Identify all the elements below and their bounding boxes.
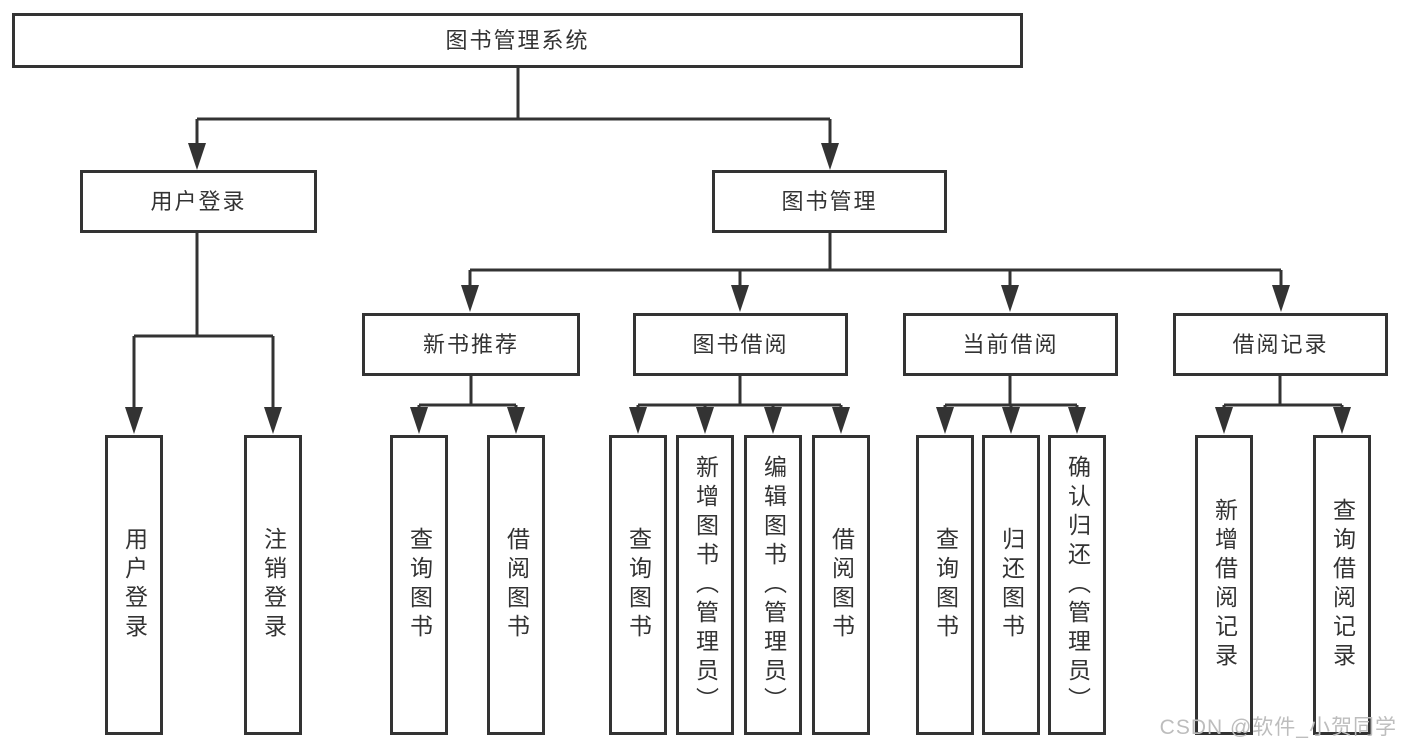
node-leaf-query-book-borrow: 查询图书: [609, 435, 667, 735]
connector-borrow-records-branch: [1215, 376, 1351, 434]
node-leaf-query-book-recommend: 查询图书: [390, 435, 448, 735]
node-user-login: 用户登录: [80, 170, 317, 233]
node-leaf-add-book-admin: 新增图书（管理员）: [676, 435, 734, 735]
connector-root-to-level2: [188, 68, 839, 170]
node-leaf-edit-book-admin: 编辑图书（管理员）: [744, 435, 802, 735]
node-book-borrowing: 图书借阅: [633, 313, 848, 376]
node-borrowing-records: 借阅记录: [1173, 313, 1388, 376]
node-library-system: 图书管理系统: [12, 13, 1023, 68]
node-leaf-query-book-current: 查询图书: [916, 435, 974, 735]
node-leaf-borrow-book: 借阅图书: [812, 435, 870, 735]
connector-book-management-branch: [461, 233, 1290, 312]
node-leaf-confirm-return-admin: 确认归还（管理员）: [1048, 435, 1106, 735]
node-leaf-query-borrow-record: 查询借阅记录: [1313, 435, 1371, 735]
node-current-borrowing: 当前借阅: [903, 313, 1118, 376]
node-book-management: 图书管理: [712, 170, 947, 233]
node-leaf-add-borrow-record: 新增借阅记录: [1195, 435, 1253, 735]
connector-current-borrow-branch: [936, 376, 1086, 434]
node-new-book-recommend: 新书推荐: [362, 313, 580, 376]
node-leaf-user-login: 用户登录: [105, 435, 163, 735]
csdn-watermark: CSDN @软件_小贺同学: [1159, 716, 1397, 739]
node-leaf-borrow-book-recommend: 借阅图书: [487, 435, 545, 735]
node-leaf-return-book: 归还图书: [982, 435, 1040, 735]
connector-new-book-branch: [410, 376, 525, 434]
connector-book-borrow-branch: [629, 376, 850, 434]
node-leaf-logout: 注销登录: [244, 435, 302, 735]
connector-user-login-branch: [125, 233, 282, 434]
